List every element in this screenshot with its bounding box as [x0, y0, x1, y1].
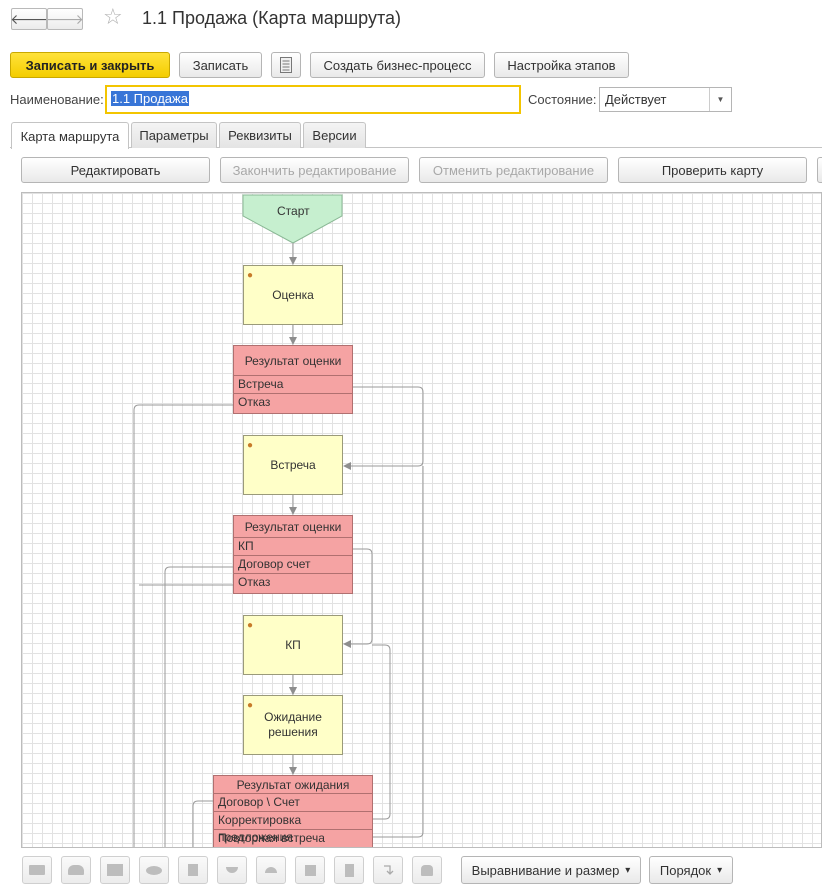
add-end-point-tool[interactable]: [61, 856, 91, 884]
cancel-editing-button[interactable]: Отменить редактирование: [419, 157, 608, 183]
state-value: Действует: [605, 92, 667, 107]
document-list-icon: [280, 57, 292, 73]
forward-button[interactable]: 🡒: [46, 8, 84, 30]
save-button[interactable]: Записать: [179, 52, 262, 78]
align-size-label: Выравнивание и размер: [471, 862, 620, 878]
add-activity-tool[interactable]: [139, 856, 169, 884]
tab-parameters[interactable]: Параметры: [131, 122, 217, 148]
group-icon: [421, 864, 433, 876]
user-icon: ●: [247, 270, 254, 281]
user-icon: ●: [247, 440, 254, 451]
dropdown-arrow-icon: ▾: [717, 864, 723, 876]
start-point-icon: [29, 865, 45, 875]
more-button[interactable]: [817, 157, 822, 183]
edit-button[interactable]: Редактировать: [21, 157, 210, 183]
save-and-close-button[interactable]: Записать и закрыть: [10, 52, 170, 78]
decision-option: Повторная встреча: [218, 831, 325, 845]
route-map-canvas[interactable]: Старт ● Оценка Результат оценки Встреча …: [21, 192, 822, 848]
task-meeting[interactable]: ● Встреча: [243, 435, 343, 495]
chevron-down-icon[interactable]: ▼: [709, 88, 731, 111]
state-select[interactable]: Действует ▼: [599, 87, 732, 112]
add-decoration-tool[interactable]: [334, 856, 364, 884]
start-label: Старт: [277, 204, 310, 218]
task-waiting[interactable]: ● Ожидание решения: [243, 695, 343, 755]
condition-icon: [226, 867, 238, 873]
tab-versions[interactable]: Версии: [303, 122, 366, 148]
order-button[interactable]: Порядок ▾: [649, 856, 733, 884]
page-title: 1.1 Продажа (Карта маршрута): [142, 8, 402, 28]
tab-route-map[interactable]: Карта маршрута: [11, 122, 129, 149]
user-icon: ●: [247, 700, 254, 711]
decision-option: Встреча: [234, 376, 352, 394]
task-assess[interactable]: ● Оценка: [243, 265, 343, 325]
task-meeting-label: Встреча: [270, 457, 316, 472]
decision-option: Договор счет: [234, 556, 352, 574]
decision-option: КП: [234, 538, 352, 556]
tab-requisites[interactable]: Реквизиты: [219, 122, 301, 148]
align-size-button[interactable]: Выравнивание и размер ▾: [461, 856, 641, 884]
end-point-icon: [68, 865, 84, 875]
user-icon: ●: [247, 620, 254, 631]
arrow-right-icon: 🡒: [46, 10, 84, 27]
task-icon: [107, 864, 123, 876]
arrow-left-icon: 🡐: [10, 10, 48, 27]
name-input[interactable]: 1.1 Продажа: [105, 85, 521, 114]
add-subprocess-tool[interactable]: [178, 856, 208, 884]
stages-settings-button[interactable]: Настройка этапов: [494, 52, 629, 78]
decision-option: Договор \ Счет: [214, 794, 372, 812]
decoration-icon: [344, 863, 354, 877]
state-label: Состояние:: [528, 92, 597, 107]
decision-title: Результат ожидания: [214, 776, 372, 794]
order-label: Порядок: [659, 862, 712, 878]
start-shape: [242, 194, 343, 244]
add-group-tool[interactable]: [412, 856, 442, 884]
tabs-divider: [10, 147, 822, 148]
task-waiting-label: Ожидание решения: [264, 710, 322, 739]
check-map-button[interactable]: Проверить карту: [618, 157, 807, 183]
add-merge-tool[interactable]: [256, 856, 286, 884]
merge-icon: [265, 867, 277, 873]
dropdown-arrow-icon: ▾: [625, 864, 631, 876]
add-condition-tool[interactable]: [217, 856, 247, 884]
connector-icon: [384, 865, 394, 875]
name-value: 1.1 Продажа: [111, 91, 189, 106]
add-task-tool[interactable]: [100, 856, 130, 884]
decision-option: Отказ: [238, 395, 271, 409]
back-button[interactable]: 🡐: [10, 8, 48, 30]
finish-editing-button[interactable]: Закончить редактирование: [220, 157, 409, 183]
ellipse-icon: [146, 865, 162, 875]
name-label: Наименование:: [10, 92, 104, 107]
connector-lines: [133, 194, 424, 847]
favorite-star-icon[interactable]: ☆: [103, 4, 123, 29]
task-assess-label: Оценка: [272, 287, 314, 302]
subprocess-icon: [188, 864, 198, 876]
processing-icon: [304, 864, 316, 876]
task-kp-label: КП: [285, 637, 301, 652]
decision-option: Корректировка предложения: [214, 812, 372, 844]
task-kp[interactable]: ● КП: [243, 615, 343, 675]
create-business-process-button[interactable]: Создать бизнес-процесс: [310, 52, 485, 78]
add-processing-tool[interactable]: [295, 856, 325, 884]
add-connector-tool[interactable]: [373, 856, 403, 884]
decision-option: Отказ: [238, 575, 271, 589]
decision-waiting-result[interactable]: Результат ожидания Договор \ Счет Коррек…: [213, 775, 373, 847]
add-start-point-tool[interactable]: [22, 856, 52, 884]
decision-assess-result-1[interactable]: Результат оценки Встреча Отказ: [233, 345, 353, 414]
decision-assess-result-2[interactable]: Результат оценки КП Договор счет Отказ: [233, 515, 353, 594]
document-list-button[interactable]: [271, 52, 301, 78]
decision-title: Результат оценки: [234, 516, 352, 538]
decision-title: Результат оценки: [234, 346, 352, 376]
